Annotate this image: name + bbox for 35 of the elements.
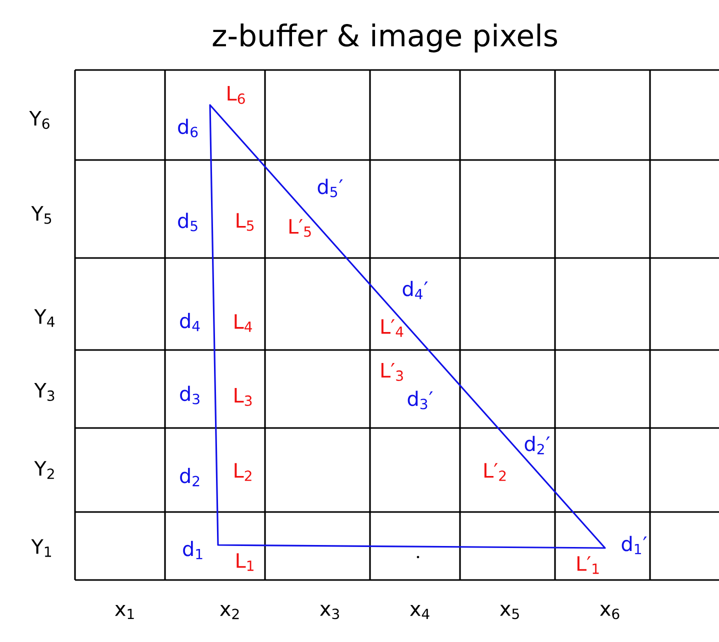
depth-label: d$_{4}$ bbox=[180, 312, 200, 332]
axis-label: Y$_{6}$ bbox=[29, 111, 50, 129]
intensity-label: L′$_{1}$ bbox=[577, 556, 599, 574]
intensity-label: L′$_{2}$ bbox=[484, 463, 506, 481]
depth-label: d$_{2}$ bbox=[180, 468, 200, 486]
intensity-label: L$_{4}$ bbox=[234, 314, 252, 332]
intensity-label: L′$_{5}$ bbox=[289, 219, 311, 237]
axis-label: x$_{3}$ bbox=[320, 604, 339, 620]
intensity-label: L$_{1}$ bbox=[236, 553, 254, 571]
title: z-buffer & image pixels bbox=[212, 24, 558, 52]
axis-label: x$_{5}$ bbox=[500, 604, 519, 620]
axis-label: x$_{2}$ bbox=[220, 604, 239, 620]
intensity-label: L$_{6}$ bbox=[228, 86, 245, 104]
depth-label: d$_{5}$ bbox=[178, 212, 198, 232]
axis-label: x$_{6}$ bbox=[600, 604, 620, 620]
depth-label: d$_{5}$′ bbox=[318, 178, 343, 198]
intensity-label: L′$_{4}$ bbox=[381, 319, 404, 337]
depth-label: d$_{1}$ bbox=[183, 540, 202, 560]
axis-label: Y$_{3}$ bbox=[34, 383, 54, 401]
axis-label: Y$_{5}$ bbox=[31, 206, 52, 224]
depth-label: d$_{4}$′ bbox=[402, 280, 428, 300]
depth-label: d$_{3}$ bbox=[180, 386, 200, 404]
axis-label: x$_{1}$ bbox=[115, 605, 134, 619]
axis-label: Y$_{1}$ bbox=[31, 539, 51, 557]
depth-label: d$_{2}$′ bbox=[524, 436, 550, 454]
intensity-label: L$_{2}$ bbox=[234, 463, 252, 481]
depth-label: d$_{1}$′ bbox=[622, 536, 647, 554]
axis-label: Y$_{2}$ bbox=[34, 461, 54, 479]
axis-label: Y$_{4}$ bbox=[34, 309, 54, 327]
axis-label: x$_{4}$ bbox=[410, 605, 430, 619]
depth-label: d$_{3}$′ bbox=[408, 390, 433, 410]
intensity-label: L$_{3}$ bbox=[234, 388, 252, 406]
depth-label: d$_{6}$ bbox=[178, 118, 198, 138]
intensity-label: L$_{5}$ bbox=[236, 213, 254, 231]
intensity-label: L′$_{3}$ bbox=[381, 363, 403, 381]
